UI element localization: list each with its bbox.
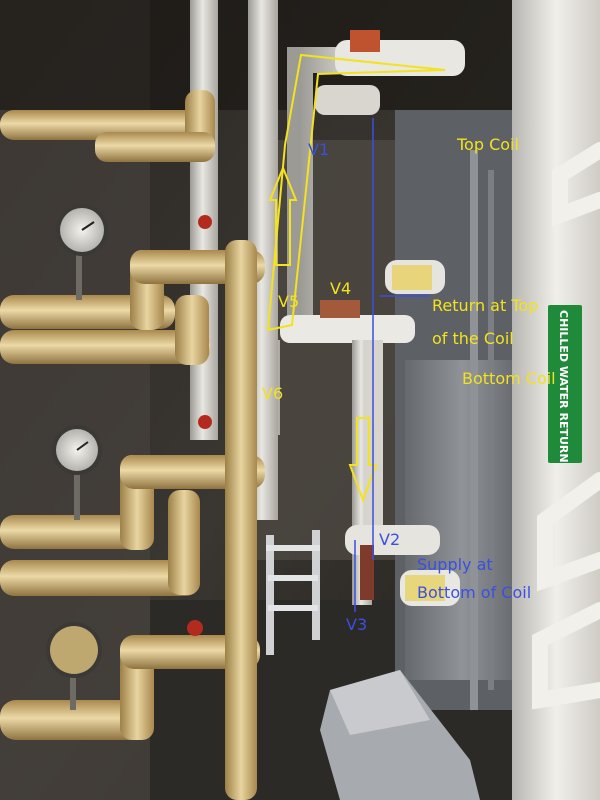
- cabinet-panel: [405, 360, 520, 680]
- step-ladder: [266, 530, 320, 655]
- chilled-water-return-sign: CHILLED WATER RETURN: [548, 305, 582, 463]
- top-valve-body: [350, 30, 380, 52]
- flow-up-arrow: [268, 165, 298, 266]
- flow-down-arrow: [348, 417, 378, 503]
- label-v2: V2: [379, 530, 400, 549]
- label-v3: V3: [346, 615, 367, 634]
- label-return-1: Return at Top: [432, 296, 538, 315]
- valve-handle: [198, 415, 212, 429]
- label-supply-1: Supply at: [417, 555, 493, 574]
- pressure-gauge-middle: [52, 425, 102, 520]
- yellow-insulated-piping: [0, 90, 265, 800]
- label-v5: V5: [278, 292, 299, 311]
- label-v1: V1: [308, 140, 329, 159]
- label-return-2: of the Coil: [432, 329, 514, 348]
- cabinet-conduit-2: [488, 170, 494, 690]
- label-top-coil: Top Coil: [456, 135, 519, 154]
- right-railing: [532, 142, 600, 710]
- top-coil-outline: [266, 53, 446, 332]
- valve-handle: [198, 215, 212, 229]
- label-bottom-coil: Bottom Coil: [462, 369, 556, 388]
- valve-v4-body: [320, 300, 360, 318]
- sign-text: CHILLED WATER RETURN: [557, 310, 570, 463]
- label-supply-2: Bottom of Coil: [417, 583, 531, 602]
- cabinet-conduit: [470, 150, 478, 710]
- valve-handle: [187, 620, 203, 636]
- step-stool-top: [330, 670, 430, 735]
- label-v6: V6: [262, 384, 283, 403]
- pressure-gauge-top: [56, 204, 108, 300]
- valve-v2-body: [360, 545, 374, 600]
- label-v4: V4: [330, 279, 351, 298]
- pressure-gauge-bottom: [46, 622, 102, 710]
